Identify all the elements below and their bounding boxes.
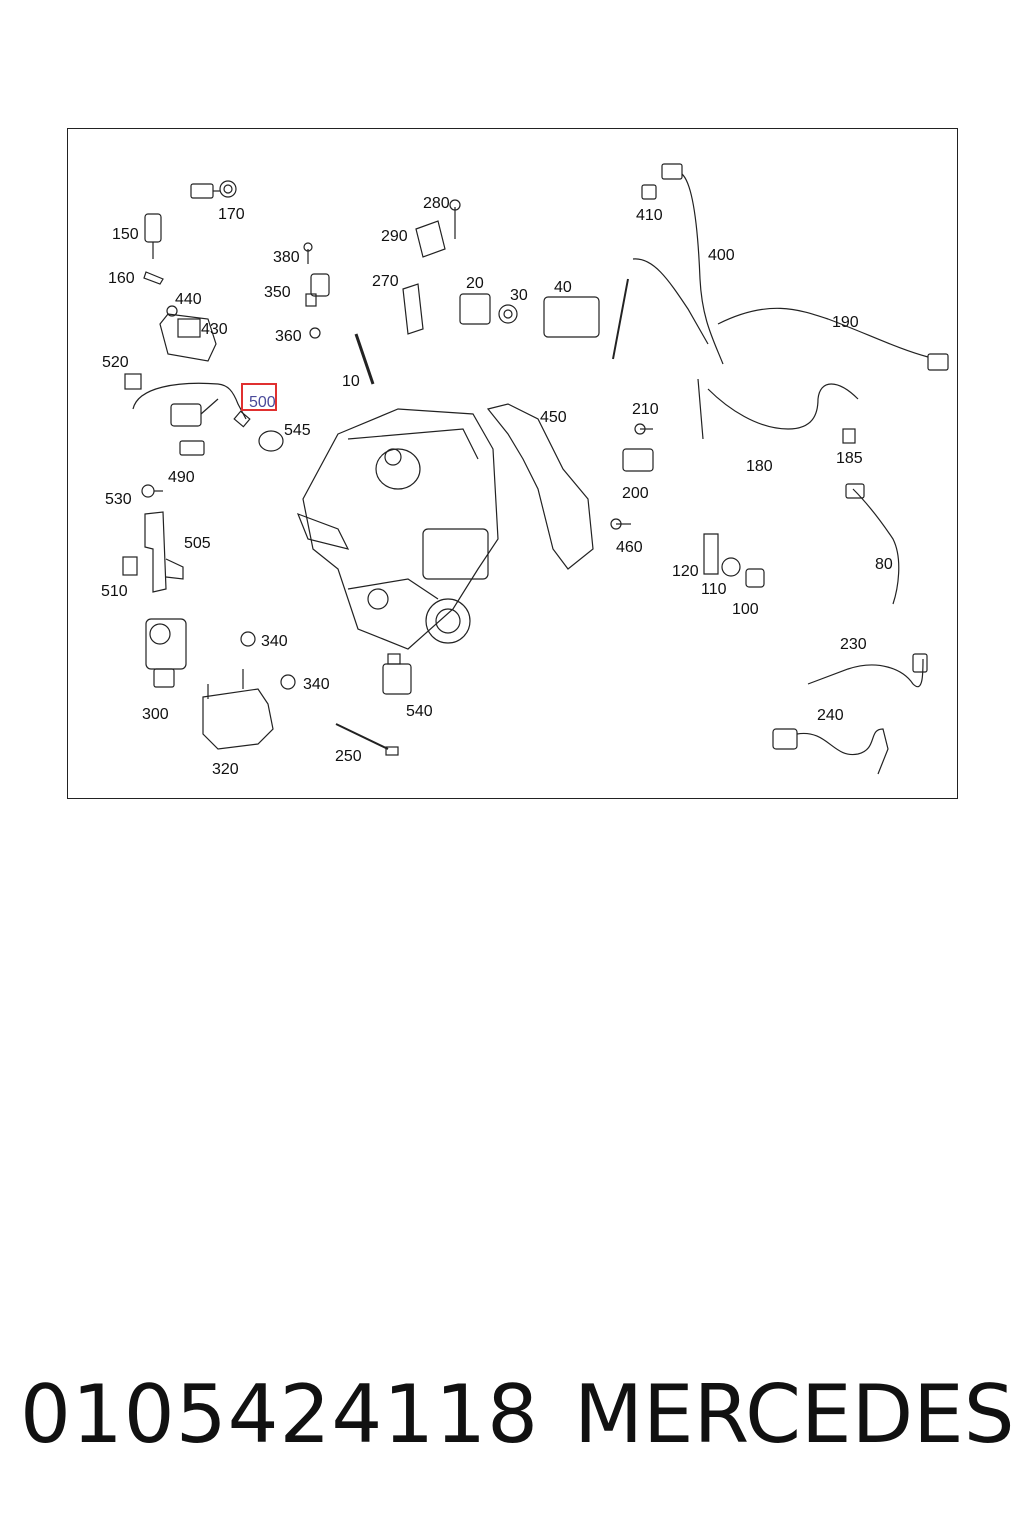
part-360-drawing: [309, 327, 321, 339]
callout-545: 545: [284, 422, 311, 439]
callout-500[interactable]: 500: [249, 394, 276, 411]
callout-280: 280: [423, 195, 450, 212]
part-30-drawing: [498, 304, 518, 324]
part-10-drawing: [354, 333, 375, 385]
callout-490: 490: [168, 469, 195, 486]
part-290-drawing: [415, 220, 446, 258]
callout-340-b: 340: [303, 676, 330, 693]
callout-170: 170: [218, 206, 245, 223]
callout-10: 10: [342, 373, 360, 390]
brand-name: MERCEDES: [574, 1368, 1015, 1461]
part-20-drawing: [459, 293, 491, 325]
callout-270: 270: [372, 273, 399, 290]
callout-20: 20: [466, 275, 484, 292]
callout-510: 510: [101, 583, 128, 600]
part-120-drawing: [703, 533, 719, 575]
callout-380: 380: [273, 249, 300, 266]
part-100-drawing: [745, 568, 765, 588]
part-540-drawing: [382, 663, 412, 695]
part-270-drawing: [402, 283, 424, 335]
callout-185: 185: [836, 450, 863, 467]
part-190-cable: [717, 307, 929, 358]
callout-410: 410: [636, 207, 663, 224]
part-350-drawing: [310, 273, 330, 297]
callout-290: 290: [381, 228, 408, 245]
callout-40: 40: [554, 279, 572, 296]
callout-530: 530: [105, 491, 132, 508]
part-505-drawing: [144, 511, 167, 593]
callout-540: 540: [406, 703, 433, 720]
callout-230: 230: [840, 636, 867, 653]
callout-430: 430: [201, 321, 228, 338]
callout-300: 300: [142, 706, 169, 723]
highlight-box: [241, 383, 277, 411]
part-440-drawing: [166, 305, 178, 317]
part-150-drawing: [144, 213, 162, 243]
callout-210: 210: [632, 401, 659, 418]
part-230-cable: [807, 658, 924, 688]
part-410-drawing: [661, 163, 683, 180]
part-110-drawing: [721, 557, 741, 577]
part-185-drawing: [842, 428, 856, 444]
callout-240: 240: [817, 707, 844, 724]
callout-160: 160: [108, 270, 135, 287]
part-240-drawing: [772, 728, 798, 750]
callout-340-a: 340: [261, 633, 288, 650]
callout-180: 180: [746, 458, 773, 475]
callout-400: 400: [708, 247, 735, 264]
parts-diagram: 170 150 160 440 430 520 500 545 490 530 …: [101, 163, 949, 778]
callout-30: 30: [510, 287, 528, 304]
callout-150: 150: [112, 226, 139, 243]
part-520-drawing: [124, 373, 142, 390]
callout-190: 190: [832, 314, 859, 331]
callout-350: 350: [264, 284, 291, 301]
callout-80: 80: [875, 556, 893, 573]
part-number: 0105424118: [20, 1368, 539, 1461]
part-170-drawing: [190, 183, 214, 199]
part-80-cable: [852, 488, 900, 605]
callout-360: 360: [275, 328, 302, 345]
callout-320: 320: [212, 761, 239, 778]
part-530-drawing: [141, 484, 155, 498]
part-340-nut-1: [240, 631, 256, 647]
callout-460: 460: [616, 539, 643, 556]
parts-diagram-frame: 170 150 160 440 430 520 500 545 490 530 …: [67, 128, 958, 799]
callout-440: 440: [175, 291, 202, 308]
part-250-drawing: [335, 723, 389, 750]
part-490-drawing: [170, 403, 202, 427]
part-510-drawing: [122, 556, 138, 576]
part-320-drawing: [202, 688, 274, 750]
part-500-cable: [132, 382, 247, 420]
part-450-drawing: [486, 403, 594, 570]
part-400-cable: [681, 173, 724, 365]
callout-520: 520: [102, 354, 129, 371]
callout-100: 100: [732, 601, 759, 618]
part-545-drawing: [258, 430, 284, 452]
callout-250: 250: [335, 748, 362, 765]
part-340-nut-2: [280, 674, 296, 690]
callout-110: 110: [701, 581, 727, 598]
engine-block-drawing: [296, 408, 499, 650]
callout-505: 505: [184, 535, 211, 552]
part-180-cable: [697, 378, 859, 440]
part-160-drawing: [143, 271, 164, 285]
callout-120: 120: [672, 563, 699, 580]
diagram-drawing: [122, 163, 949, 775]
callout-labels: 170 150 160 440 430 520 500 545 490 530 …: [101, 195, 893, 778]
callout-450: 450: [540, 409, 567, 426]
part-40-drawing: [543, 296, 600, 338]
callout-200: 200: [622, 485, 649, 502]
part-200-drawing: [622, 448, 654, 472]
